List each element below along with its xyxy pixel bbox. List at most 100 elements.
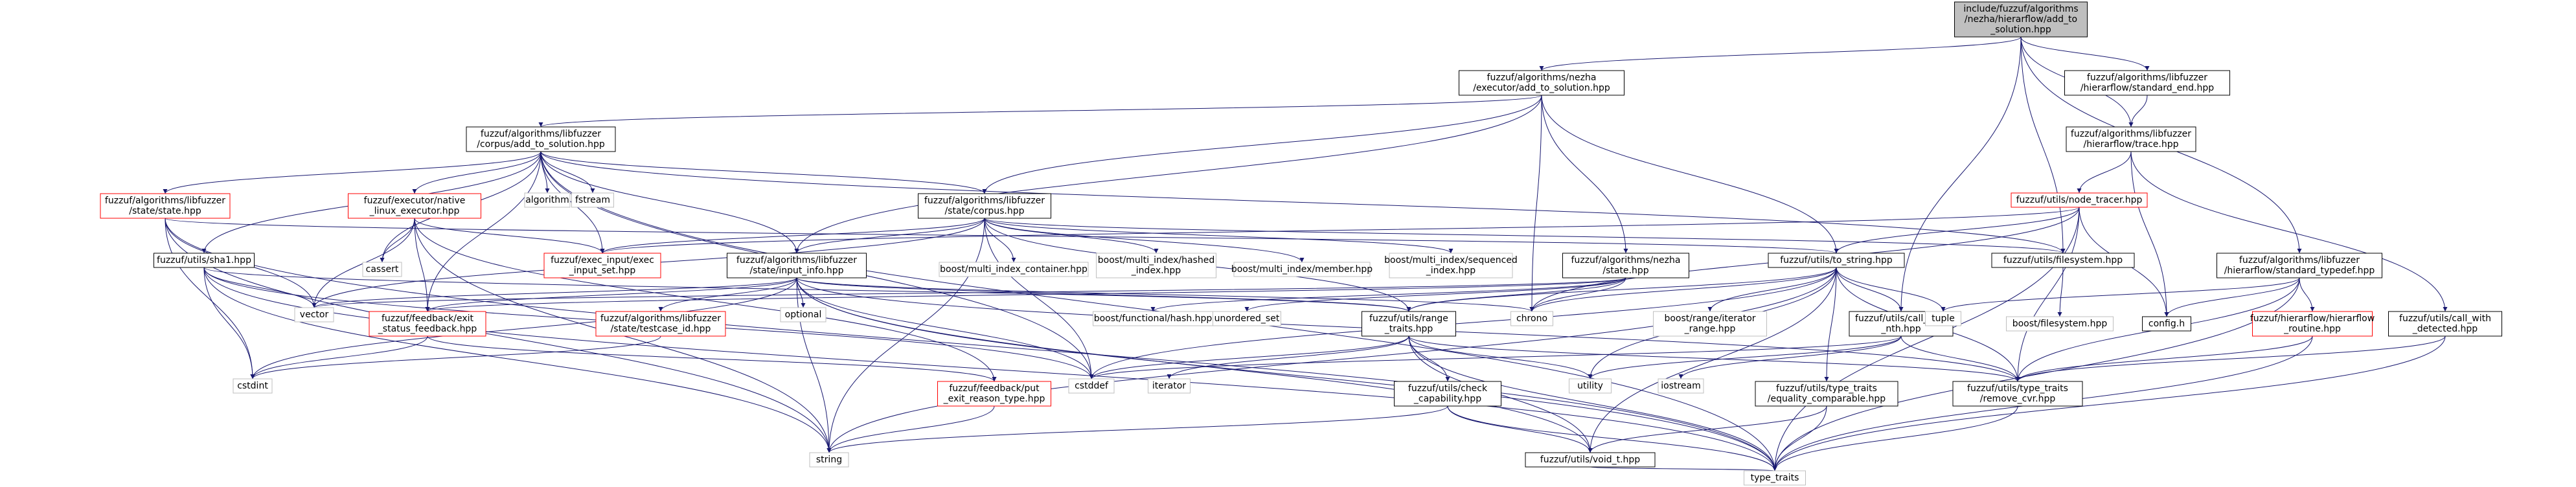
node-filesystem[interactable]: fuzzuf/utils/filesystem.hpp — [1991, 253, 2135, 268]
node-box — [2011, 192, 2148, 208]
edge-exec-add-to-input-info — [794, 95, 1542, 254]
edge-check-cap-to-type-traits — [1447, 405, 1777, 471]
node-label-line: fuzzuf/utils/check — [1408, 383, 1488, 394]
node-config[interactable]: config.h — [2142, 316, 2191, 332]
edge-corpus-add-to-exit-status — [425, 151, 541, 312]
edge-check-cap-to-void-t — [1447, 405, 1593, 453]
node-label-line: fuzzuf/feedback/put — [949, 383, 1040, 394]
node-box — [2066, 126, 2196, 152]
node-box — [2142, 316, 2191, 332]
edge-testcase-id-to-cstdint — [250, 335, 661, 379]
node-label-line: _detected.hpp — [2412, 324, 2478, 334]
node-sha1[interactable]: fuzzuf/utils/sha1.hpp — [154, 253, 255, 268]
node-label-line: include/fuzzuf/algorithms — [1963, 4, 2078, 14]
node-iterator: iterator — [1148, 378, 1191, 394]
edge-lf-state-to-cstdint — [165, 218, 255, 379]
node-eq-comparable[interactable]: fuzzuf/utils/type_traits/equality_compar… — [1755, 381, 1898, 407]
node-check-cap[interactable]: fuzzuf/utils/check_capability.hpp — [1394, 381, 1501, 407]
node-exit-status[interactable]: fuzzuf/feedback/exit_status_feedback.hpp — [369, 311, 486, 337]
edge-exec-add-to-corpus — [982, 95, 1542, 194]
node-box — [1148, 378, 1191, 394]
node-root[interactable]: include/fuzzuf/algorithms/nezha/hierarfl… — [1954, 1, 2088, 38]
node-label-line: /remove_cvr.hpp — [1980, 394, 2056, 404]
node-put-exit[interactable]: fuzzuf/feedback/put_exit_reason_type.hpp — [937, 381, 1051, 407]
edge-nezha-state-to-chrono — [1529, 277, 1626, 312]
node-label-line: utility — [1577, 381, 1603, 391]
node-remove-cvr[interactable]: fuzzuf/utils/type_traits/remove_cvr.hpp — [1952, 381, 2083, 407]
node-label-line: cstddef — [1075, 381, 1109, 391]
edge-corpus-to-mi-sequenced — [984, 218, 1453, 254]
node-label-line: cstdint — [237, 381, 268, 391]
node-label-line: /nezha/hierarflow/add_to — [1965, 14, 2077, 25]
edge-std-typedef-to-config — [2164, 277, 2300, 317]
edge-to-string-to-chrono — [1529, 267, 1837, 312]
node-box — [294, 307, 334, 323]
node-label-line: fuzzuf/algorithms/libfuzzer — [105, 196, 225, 206]
edge-check-cap-to-string — [826, 405, 1448, 453]
node-box — [809, 452, 849, 468]
node-label-line: /hierarflow/standard_end.hpp — [2080, 83, 2214, 93]
edge-corpus-add-to-input-info — [540, 151, 799, 254]
edge-lf-state-to-type-traits — [165, 218, 1777, 471]
node-std-typedef[interactable]: fuzzuf/algorithms/libfuzzer/hierarflow/s… — [2217, 253, 2382, 278]
node-box — [571, 192, 614, 208]
node-hf-routine[interactable]: fuzzuf/hierarflow/hierarflow_routine.hpp — [2250, 311, 2375, 337]
node-label-line: /equality_comparable.hpp — [1768, 394, 1886, 404]
node-range-traits[interactable]: fuzzuf/utils/range_traits.hpp — [1362, 311, 1456, 337]
node-corpus[interactable]: fuzzuf/algorithms/libfuzzer/state/corpus… — [918, 193, 1051, 219]
node-label-line: /hierarflow/standard_typedef.hpp — [2224, 266, 2375, 276]
edge-range-traits-to-iterator — [1167, 335, 1409, 379]
edge-trace-to-config — [2130, 151, 2169, 317]
node-box — [1525, 452, 1656, 468]
node-label-line: fuzzuf/utils/node_tracer.hpp — [2016, 195, 2143, 205]
node-label-line: _capability.hpp — [1413, 394, 1481, 404]
edge-to-string-to-call-nth — [1836, 267, 1904, 312]
node-label-line: fuzzuf/utils/type_traits — [1967, 383, 2068, 394]
node-box — [466, 126, 616, 152]
node-trace[interactable]: fuzzuf/algorithms/libfuzzer/hierarflow/t… — [2066, 126, 2196, 152]
node-node-tracer[interactable]: fuzzuf/utils/node_tracer.hpp — [2011, 192, 2148, 208]
node-label-line: _exit_reason_type.hpp — [943, 394, 1045, 404]
edge-root-to-filesystem — [2020, 36, 2066, 254]
node-box — [1233, 262, 1371, 277]
node-mi-container: boost/multi_index_container.hpp — [939, 262, 1089, 277]
edge-root-to-exec-add — [1539, 36, 2022, 71]
node-box — [1562, 253, 1689, 278]
node-label-line: fuzzuf/utils/call_with — [1855, 313, 1947, 324]
edge-corpus-to-exec-input-set — [600, 218, 985, 254]
node-testcase-id[interactable]: fuzzuf/algorithms/libfuzzer/state/testca… — [595, 311, 726, 337]
node-label-line: algorithm — [525, 195, 569, 205]
node-call-detected[interactable]: fuzzuf/utils/call_with_detected.hpp — [2388, 311, 2502, 337]
node-exec-input-set[interactable]: fuzzuf/exec_input/exec_input_set.hpp — [543, 253, 661, 278]
node-lf-state[interactable]: fuzzuf/algorithms/libfuzzer/state/state.… — [100, 193, 231, 219]
node-std-end[interactable]: fuzzuf/algorithms/libfuzzer/hierarflow/s… — [2064, 70, 2230, 96]
node-input-info[interactable]: fuzzuf/algorithms/libfuzzer/state/input_… — [727, 253, 867, 278]
node-void-t[interactable]: fuzzuf/utils/void_t.hpp — [1525, 452, 1656, 468]
node-label-line: type_traits — [1751, 473, 1799, 483]
node-box — [348, 193, 481, 219]
node-native-exec[interactable]: fuzzuf/executor/native_linux_executor.hp… — [348, 193, 481, 219]
node-box — [1096, 253, 1216, 278]
node-label-line: string — [816, 455, 842, 465]
node-label-line: optional — [785, 310, 822, 320]
node-box — [2252, 311, 2373, 337]
node-label-line: /state/testcase_id.hpp — [611, 324, 711, 334]
node-label-line: cassert — [366, 264, 399, 275]
node-label-line: iterator — [1152, 381, 1186, 391]
node-box — [1459, 70, 1624, 96]
edge-std-end-to-trace — [2128, 95, 2148, 128]
node-nezha-state[interactable]: fuzzuf/algorithms/nezha/state.hpp — [1562, 253, 1689, 278]
node-box — [1068, 378, 1115, 394]
node-box — [727, 253, 867, 278]
edge-corpus-to-string — [826, 218, 985, 453]
node-exec-add[interactable]: fuzzuf/algorithms/nezha/executor/add_to_… — [1459, 70, 1624, 96]
node-box — [1925, 311, 1961, 326]
node-label-line: fuzzuf/executor/native — [364, 196, 466, 206]
node-box — [1569, 378, 1612, 394]
node-to-string[interactable]: fuzzuf/utils/to_string.hpp — [1768, 253, 1905, 268]
edge-input-info-to-vector — [312, 277, 797, 308]
node-corpus-add[interactable]: fuzzuf/algorithms/libfuzzer/corpus/add_t… — [466, 126, 616, 152]
edge-call-detected-to-remove-cvr — [2015, 335, 2446, 382]
node-box — [1952, 381, 2083, 407]
node-fstream: fstream — [571, 192, 614, 208]
